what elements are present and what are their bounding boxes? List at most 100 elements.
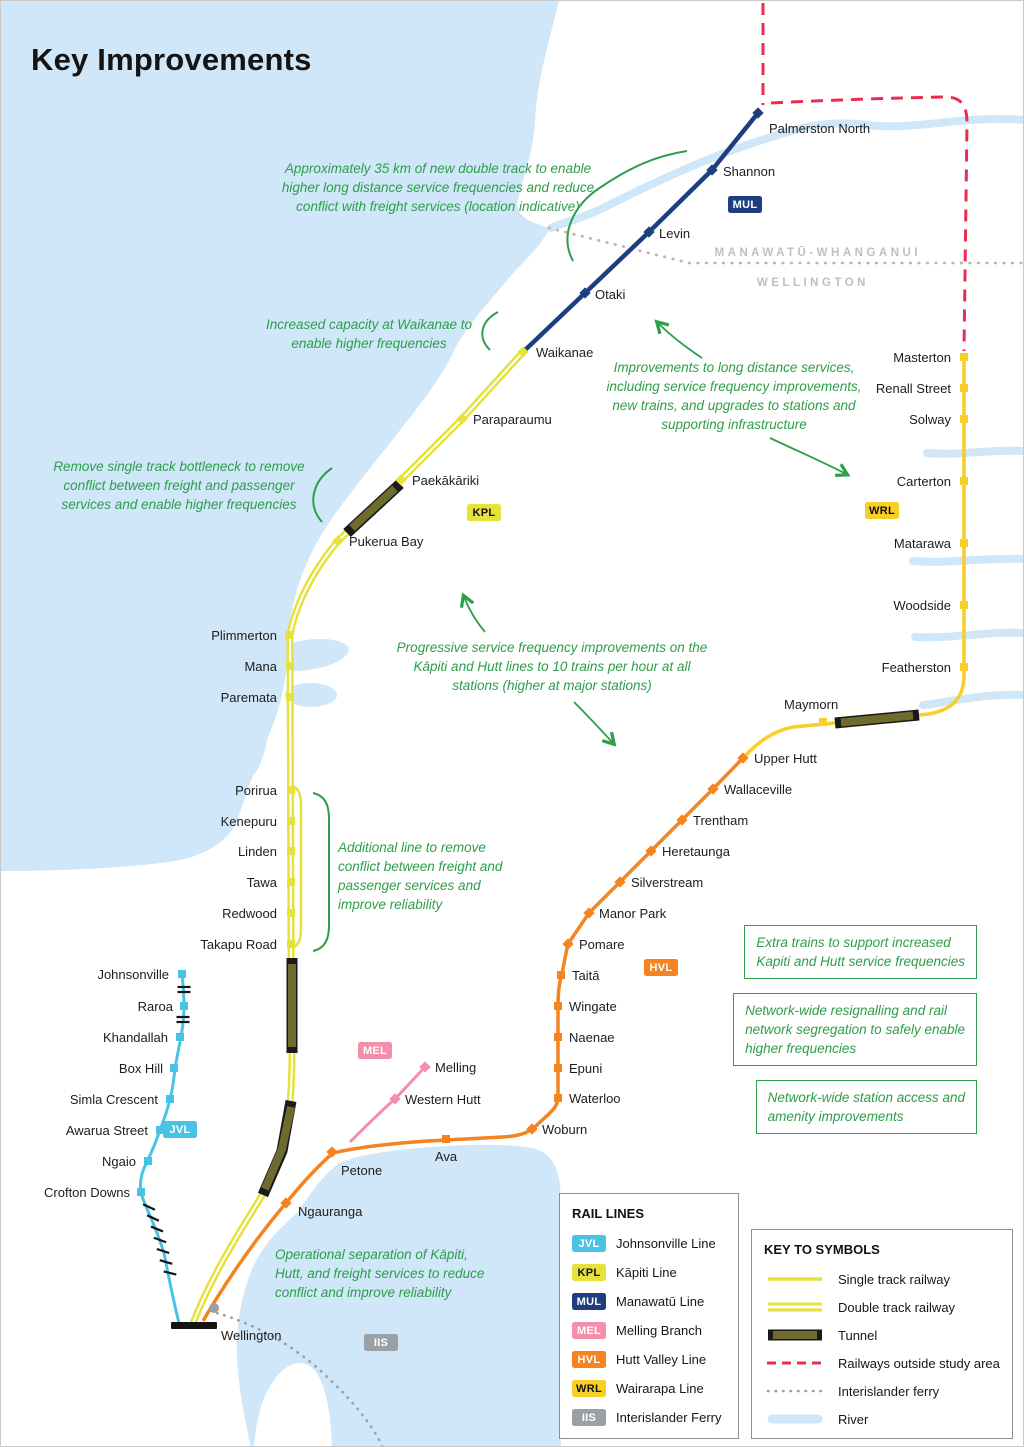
station-marker bbox=[287, 909, 295, 917]
station-label: Pomare bbox=[579, 937, 625, 952]
station-label: Khandallah bbox=[102, 1030, 168, 1045]
line-badge-hvl: HVL bbox=[644, 959, 678, 976]
station-label: Carterton bbox=[896, 474, 951, 489]
legend-row: Double track railway bbox=[764, 1293, 1000, 1321]
station-label: Heretaunga bbox=[662, 844, 730, 859]
region-boundary-line bbox=[547, 226, 1023, 265]
mul-line bbox=[521, 111, 760, 354]
station-label: Western Hutt bbox=[405, 1092, 481, 1107]
station-label: Featherston bbox=[881, 660, 951, 675]
station-label: Paraparaumu bbox=[473, 412, 552, 427]
station-marker bbox=[287, 878, 295, 886]
station-marker bbox=[286, 662, 294, 670]
symbol-label: Double track railway bbox=[838, 1299, 956, 1315]
station-label: Woodside bbox=[893, 598, 951, 613]
jvl-line bbox=[138, 973, 186, 1324]
river bbox=[911, 628, 1023, 642]
legend-row: MEL Melling Branch bbox=[572, 1316, 726, 1345]
station-marker bbox=[178, 970, 186, 978]
station-label: Kenepuru bbox=[220, 814, 277, 829]
annotation-bracket-additional-line bbox=[312, 792, 330, 952]
tunnel-sample-icon bbox=[768, 1329, 822, 1341]
legend-row: Single track railway bbox=[764, 1265, 1000, 1293]
ferry-terminal-dot bbox=[209, 1303, 219, 1313]
legend-badge-kpl: KPL bbox=[572, 1264, 606, 1281]
station-marker bbox=[960, 601, 968, 609]
ferry-route bbox=[215, 1311, 384, 1446]
symbol-label: Interislander ferry bbox=[838, 1383, 940, 1399]
line-badge-mul: MUL bbox=[728, 196, 762, 213]
single-track-sample-icon bbox=[768, 1277, 822, 1281]
annotation-arrow bbox=[459, 592, 486, 633]
annotation-long-distance: Improvements to long distance services, … bbox=[606, 360, 862, 433]
station-label: Woburn bbox=[542, 1122, 588, 1137]
station-marker bbox=[960, 353, 968, 361]
station-label: Manor Park bbox=[599, 906, 667, 921]
region-label-upper: MANAWATŪ-WHANGANUI bbox=[714, 247, 921, 259]
legend-row: Tunnel bbox=[764, 1321, 1000, 1349]
legend-line-name: Manawatū Line bbox=[616, 1294, 705, 1309]
station-label: Masterton bbox=[893, 350, 951, 365]
station-marker bbox=[137, 1188, 145, 1196]
annotation-additional-line: Additional line to remove conflict betwe… bbox=[338, 840, 503, 913]
tunnel bbox=[349, 485, 398, 531]
legend-row: WRL Wairarapa Line bbox=[572, 1374, 726, 1403]
station-label: Wingate bbox=[569, 999, 617, 1014]
kpl-additional-track bbox=[292, 784, 303, 950]
station-label: Trentham bbox=[693, 813, 749, 828]
station-marker bbox=[285, 631, 293, 639]
station-marker bbox=[960, 663, 968, 671]
station-label: Takapu Road bbox=[200, 937, 277, 952]
station-label: Crofton Downs bbox=[44, 1185, 130, 1200]
info-box-station-access: Network-wide station access and amenity … bbox=[755, 1080, 977, 1135]
legend-badge-jvl: JVL bbox=[572, 1235, 606, 1252]
annotation-bracket-waikanae bbox=[481, 311, 499, 351]
station-marker bbox=[144, 1157, 152, 1165]
river bbox=[923, 446, 1023, 458]
tunnel-portal-tick bbox=[150, 1225, 164, 1233]
station-label: Mana bbox=[244, 659, 277, 674]
station-label: Solway bbox=[909, 412, 951, 427]
legend-line-name: Johnsonville Line bbox=[616, 1236, 716, 1251]
legend-line-name: Wairarapa Line bbox=[616, 1381, 704, 1396]
symbol-label: River bbox=[838, 1411, 869, 1427]
sea-water bbox=[1, 1, 559, 871]
legend-badge-iis: IIS bbox=[572, 1409, 606, 1426]
legend-row: River bbox=[764, 1405, 1000, 1433]
annotation-frequency: Progressive service frequency improvemen… bbox=[396, 640, 708, 694]
info-box-extra-trains: Extra trains to support increased Kapiti… bbox=[744, 925, 977, 980]
tunnel bbox=[261, 1106, 295, 1191]
station-label: Maymorn bbox=[784, 697, 839, 712]
legend-row: KPL Kāpiti Line bbox=[572, 1258, 726, 1287]
tunnel-portal-tick bbox=[156, 1247, 170, 1255]
annotation-arrow bbox=[573, 701, 617, 747]
legend-line-name: Melling Branch bbox=[616, 1323, 702, 1338]
station-marker bbox=[442, 1135, 450, 1143]
symbols-legend: KEY TO SYMBOLS Single track railway Doub… bbox=[751, 1229, 1013, 1439]
station-marker bbox=[280, 1197, 292, 1209]
station-label: Wallaceville bbox=[724, 782, 793, 797]
tunnel-portal-tick bbox=[163, 1270, 177, 1276]
legend-row: JVL Johnsonville Line bbox=[572, 1229, 726, 1258]
station-marker bbox=[326, 1146, 338, 1158]
station-label: Simla Crescent bbox=[69, 1092, 158, 1107]
station-label: Taitā bbox=[572, 968, 600, 983]
station-marker bbox=[526, 1123, 538, 1135]
legend-row: IIS Interislander Ferry bbox=[572, 1403, 726, 1432]
station-label: Palmerston North bbox=[769, 121, 871, 136]
legend-row: MUL Manawatū Line bbox=[572, 1287, 726, 1316]
station-label: Paremata bbox=[220, 690, 277, 705]
symbol-label: Single track railway bbox=[838, 1271, 950, 1287]
ferry-sample-icon bbox=[766, 1389, 824, 1393]
station-marker bbox=[286, 693, 294, 701]
station-label: Johnsonville bbox=[97, 967, 169, 982]
station-label: Redwood bbox=[222, 906, 277, 921]
line-badge-jvl: JVL bbox=[163, 1121, 197, 1138]
station-label: Epuni bbox=[569, 1061, 603, 1076]
station-marker bbox=[287, 847, 295, 855]
station-marker bbox=[960, 539, 968, 547]
legend-row: HVL Hutt Valley Line bbox=[572, 1345, 726, 1374]
station-label: Melling bbox=[435, 1060, 477, 1075]
river bbox=[919, 690, 1023, 709]
